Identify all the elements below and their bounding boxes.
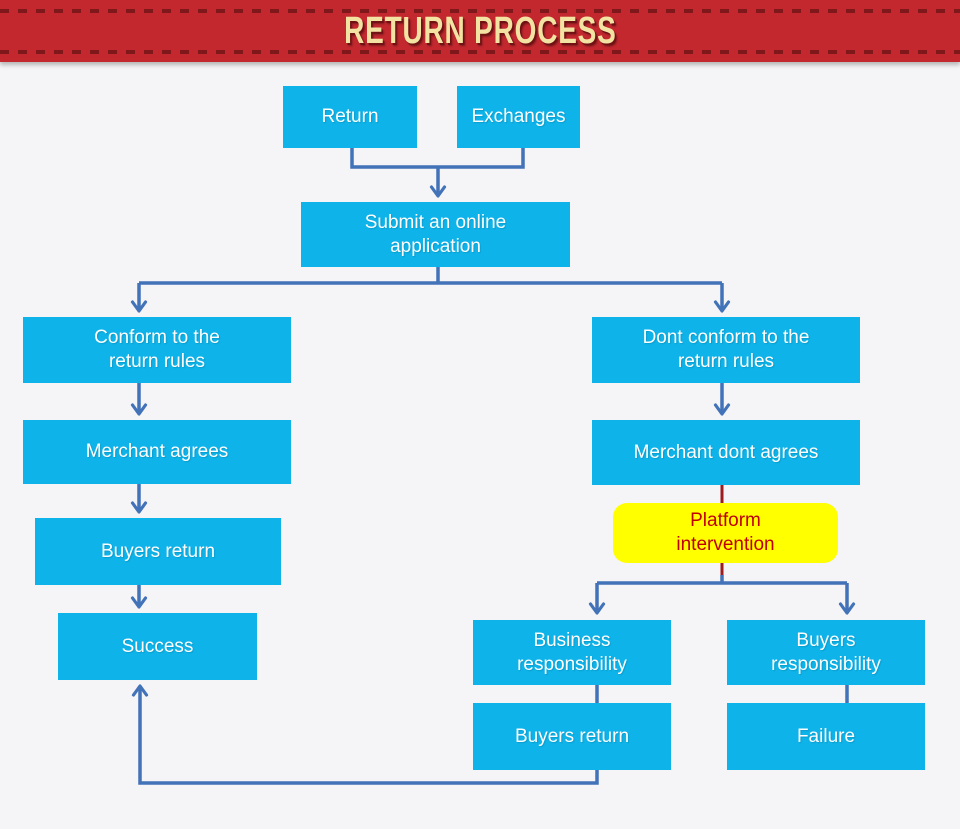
header-banner: RETURN PROCESS: [0, 0, 960, 62]
node-buyers-responsibility-label: Buyers responsibility: [771, 629, 881, 675]
page-title-text: RETURN PROCESS: [343, 9, 617, 52]
node-merchant-dont-agrees: Merchant dont agrees: [592, 420, 860, 485]
connector-feedback-to-success: [131, 684, 599, 785]
page-title: RETURN PROCESS: [0, 0, 960, 62]
node-dont-conform-rules-label: Dont conform to the return rules: [642, 327, 810, 372]
node-merchant-agrees-label: Merchant agrees: [85, 441, 229, 462]
node-submit-application-label: Submit an online application: [364, 211, 507, 257]
node-exchanges-label: Exchanges: [471, 106, 566, 127]
node-platform-intervention: Platform intervention: [613, 503, 838, 563]
node-buyers-responsibility: Buyers responsibility: [727, 620, 925, 685]
node-conform-rules: Conform to the return rules: [23, 317, 291, 383]
connector-return-exchanges-merge: [350, 148, 525, 169]
node-merchant-dont-agrees-label: Merchant dont agrees: [633, 441, 819, 463]
node-buyers-return-left-label: Buyers return: [100, 540, 216, 562]
node-success-label: Success: [121, 635, 194, 657]
node-buyers-return-bottom-label: Buyers return: [514, 725, 630, 747]
node-merchant-agrees: Merchant agrees: [23, 420, 291, 484]
node-success: Success: [58, 613, 257, 680]
node-buyers-return-bottom: Buyers return: [473, 703, 671, 770]
node-platform-intervention-label: Platform intervention: [676, 510, 775, 555]
node-submit-application: Submit an online application: [301, 202, 570, 267]
node-return-label: Return: [321, 106, 379, 127]
node-business-responsibility: Business responsibility: [473, 620, 671, 685]
node-exchanges: Exchanges: [457, 86, 580, 148]
banner-dashed-line-top: [0, 9, 960, 13]
node-conform-rules-label: Conform to the return rules: [94, 327, 220, 372]
node-failure: Failure: [727, 703, 925, 770]
node-failure-label: Failure: [796, 725, 856, 747]
node-return: Return: [283, 86, 417, 148]
node-buyers-return-left: Buyers return: [35, 518, 281, 585]
node-business-responsibility-label: Business responsibility: [517, 629, 627, 675]
node-dont-conform-rules: Dont conform to the return rules: [592, 317, 860, 383]
banner-dashed-line-bottom: [0, 50, 960, 54]
